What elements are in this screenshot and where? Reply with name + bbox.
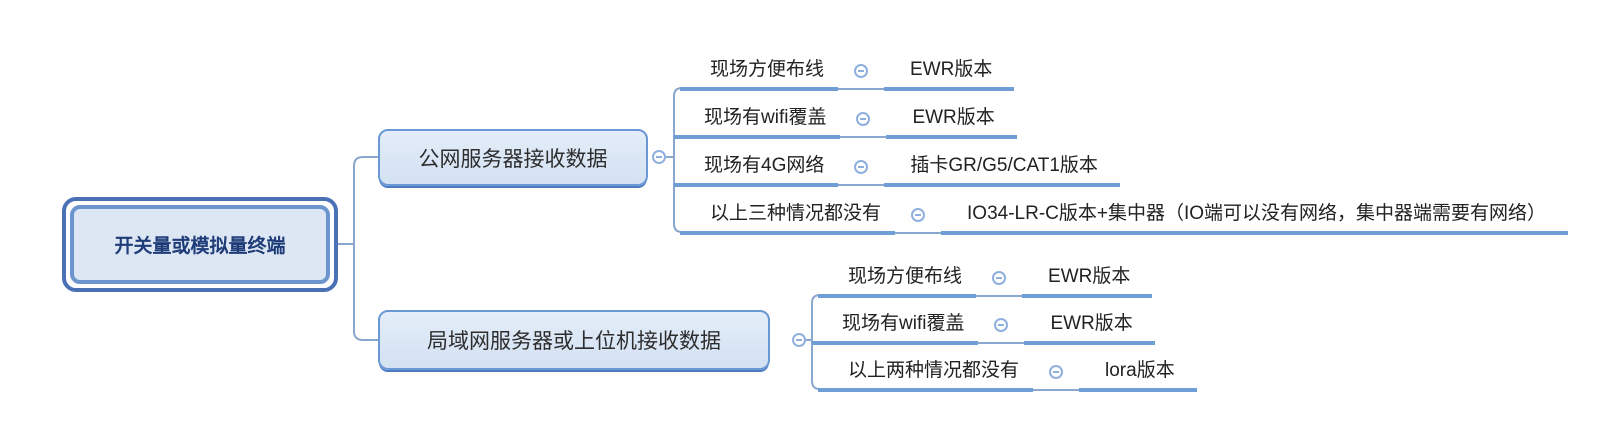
condition-node[interactable]: 现场有4G网络 [674, 154, 839, 187]
main-trunk [353, 156, 378, 341]
root-topic-label: 开关量或模拟量终端 [114, 236, 286, 257]
minus-icon [860, 118, 867, 120]
leaf-row: 以上三种情况都没有 IO34-LR-C版本+集中器（IO端可以没有网络，集中器端… [680, 201, 1569, 235]
collapse-button-leaf[interactable] [856, 112, 871, 126]
condition-node[interactable]: 现场方便布线 [818, 265, 977, 298]
minus-icon [998, 324, 1005, 326]
leaf-row: 现场有wifi覆盖 EWR版本 [674, 105, 1017, 139]
collapse-button-leaf[interactable] [854, 64, 869, 78]
branch1-trunk [673, 87, 683, 233]
condition-node[interactable]: 现场有wifi覆盖 [674, 106, 841, 139]
minus-icon [996, 277, 1003, 279]
branch-public-server-label: 公网服务器接收数据 [418, 147, 608, 171]
collapse-button-leaf[interactable] [994, 318, 1009, 332]
collapse-button-branch1[interactable] [652, 150, 666, 164]
solution-node[interactable]: IO34-LR-C版本+集中器（IO端可以没有网络，集中器端需要有网络） [941, 202, 1569, 235]
leaf-row: 以上两种情况都没有 lora版本 [818, 358, 1197, 392]
row-connector-line [818, 295, 1153, 297]
condition-node[interactable]: 现场有wifi覆盖 [812, 312, 979, 345]
leaf-gap [895, 201, 941, 235]
leaf-row: 现场方便布线 EWR版本 [818, 264, 1153, 298]
solution-node[interactable]: EWR版本 [1024, 312, 1155, 345]
leaf-gap [838, 153, 884, 187]
collapse-button-leaf[interactable] [1049, 365, 1064, 379]
row-connector-line [674, 136, 1017, 138]
solution-node[interactable]: EWR版本 [884, 58, 1015, 91]
collapse-button-branch2[interactable] [792, 333, 806, 347]
minus-icon [1053, 371, 1060, 373]
root-topic-inner: 开关量或模拟量终端 [70, 205, 330, 284]
minus-icon [915, 214, 922, 216]
condition-node[interactable]: 现场方便布线 [680, 58, 839, 91]
collapse-button-leaf[interactable] [911, 208, 926, 222]
leaf-gap [1033, 358, 1079, 392]
leaf-gap [840, 105, 886, 139]
minus-icon [858, 70, 865, 72]
minus-icon [796, 339, 802, 341]
leaf-row: 现场有wifi覆盖 EWR版本 [812, 311, 1155, 345]
condition-node[interactable]: 以上两种情况都没有 [818, 359, 1034, 392]
leaf-row: 现场方便布线 EWR版本 [680, 57, 1015, 91]
row-connector-line [812, 342, 1155, 344]
solution-node[interactable]: 插卡GR/G5/CAT1版本 [884, 154, 1120, 187]
leaf-gap [838, 57, 884, 91]
branch-lan-server[interactable]: 局域网服务器或上位机接收数据 [378, 310, 770, 370]
solution-node[interactable]: EWR版本 [1022, 265, 1153, 298]
leaf-row: 现场有4G网络 插卡GR/G5/CAT1版本 [674, 153, 1120, 187]
condition-node[interactable]: 以上三种情况都没有 [680, 202, 896, 235]
solution-node[interactable]: lora版本 [1079, 359, 1197, 392]
solution-node[interactable]: EWR版本 [886, 106, 1017, 139]
branch-lan-server-label: 局域网服务器或上位机接收数据 [427, 330, 721, 353]
leaf-gap [976, 264, 1022, 298]
row-connector-line [680, 88, 1015, 90]
minus-icon [656, 156, 662, 158]
collapse-button-leaf[interactable] [992, 271, 1007, 285]
root-topic[interactable]: 开关量或模拟量终端 [62, 197, 338, 292]
leaf-gap [978, 311, 1024, 345]
collapse-button-leaf[interactable] [854, 160, 869, 174]
minus-icon [858, 166, 865, 168]
branch-public-server[interactable]: 公网服务器接收数据 [378, 129, 648, 186]
